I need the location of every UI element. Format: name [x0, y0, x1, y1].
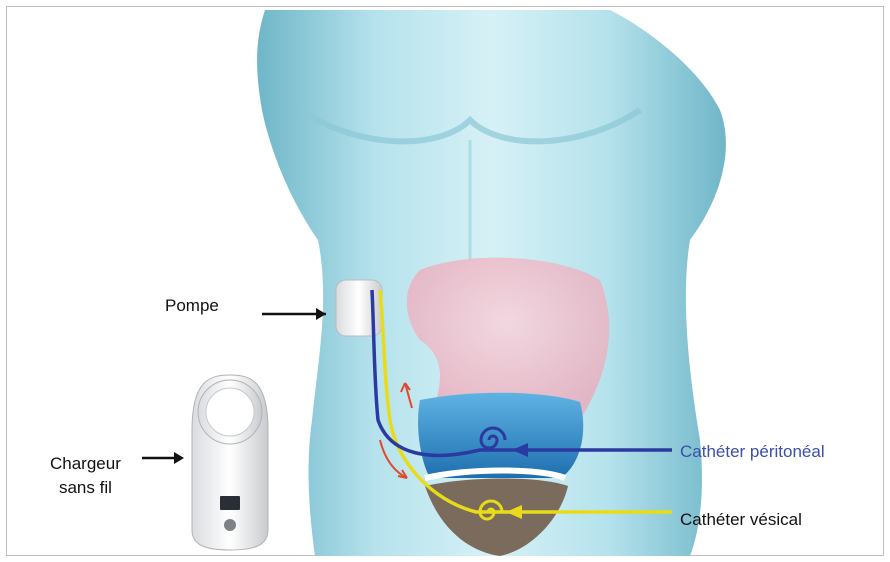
bladder-catheter-label: Cathéter vésical: [680, 510, 802, 530]
charger-label-line1: Chargeur: [50, 452, 121, 476]
peritoneal-cavity: [418, 393, 583, 478]
charger-label-line2: sans fil: [50, 476, 121, 500]
wireless-charger: [192, 375, 268, 550]
peritoneal-catheter-label: Cathéter péritonéal: [680, 442, 825, 462]
charger-label: Chargeur sans fil: [50, 452, 121, 500]
pump-label: Pompe: [165, 296, 219, 316]
